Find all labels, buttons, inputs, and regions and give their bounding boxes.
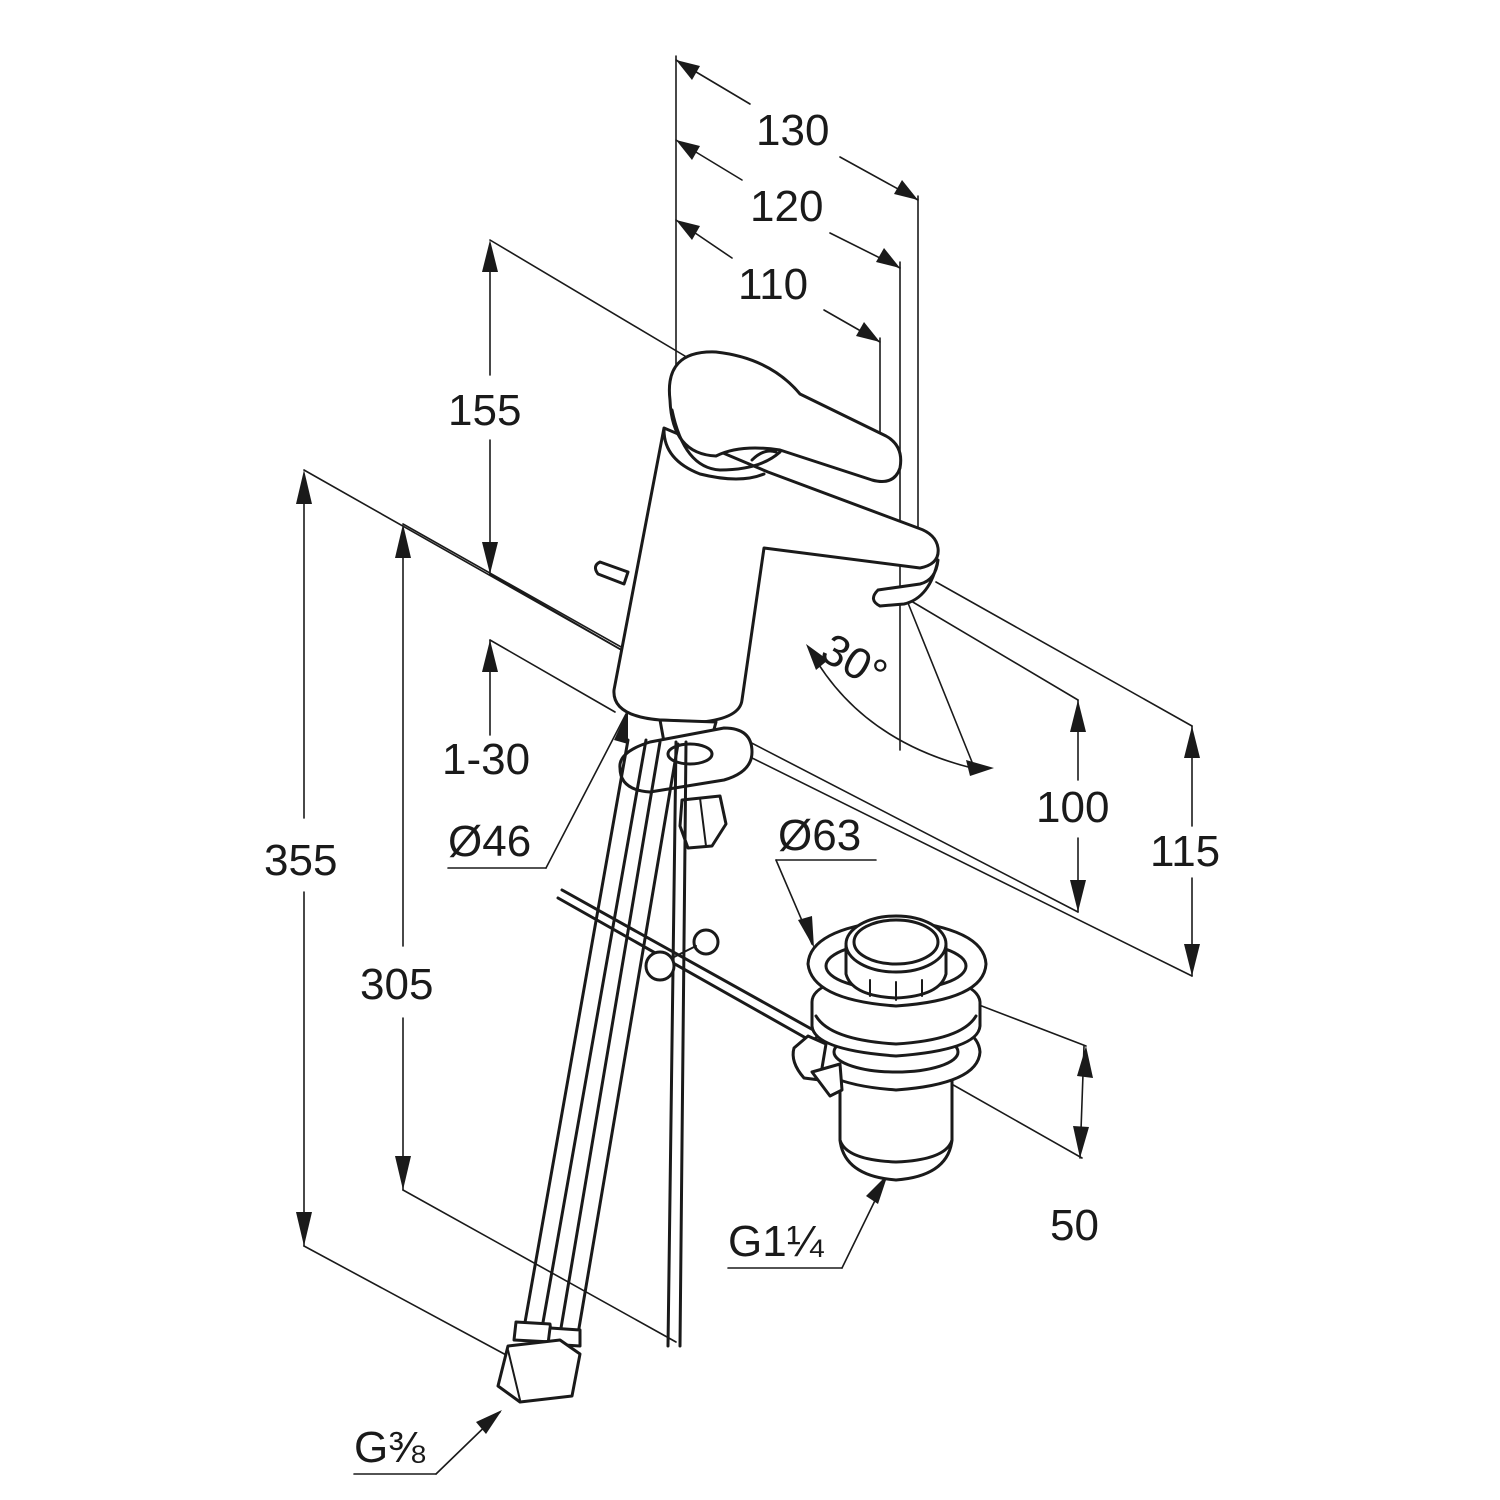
faucet-body — [593, 350, 940, 724]
label-100: 100 — [1036, 783, 1109, 832]
label-angle-30: 30° — [813, 624, 895, 700]
label-110: 110 — [738, 260, 808, 309]
label-130: 130 — [756, 106, 829, 155]
label-g1-1-4: G1¼ — [728, 1217, 825, 1266]
label-1-30: 1-30 — [442, 735, 530, 784]
label-d46: Ø46 — [448, 817, 531, 866]
label-d63: Ø63 — [778, 811, 861, 860]
label-50: 50 — [1050, 1201, 1099, 1250]
label-305: 305 — [360, 960, 433, 1009]
mounting-hardware — [496, 718, 754, 1404]
popup-linkage — [556, 888, 826, 1048]
arrowheads — [296, 60, 1200, 1434]
leader-d46 — [545, 713, 627, 869]
label-155: 155 — [448, 386, 521, 435]
label-g3-8: G⅜ — [354, 1423, 425, 1472]
label-355: 355 — [264, 836, 337, 885]
label-115: 115 — [1150, 827, 1220, 876]
dimension-labels: 130 120 110 155 1-30 355 305 100 115 30°… — [264, 106, 1220, 1472]
waste-assembly — [791, 914, 988, 1182]
label-120: 120 — [750, 182, 823, 231]
